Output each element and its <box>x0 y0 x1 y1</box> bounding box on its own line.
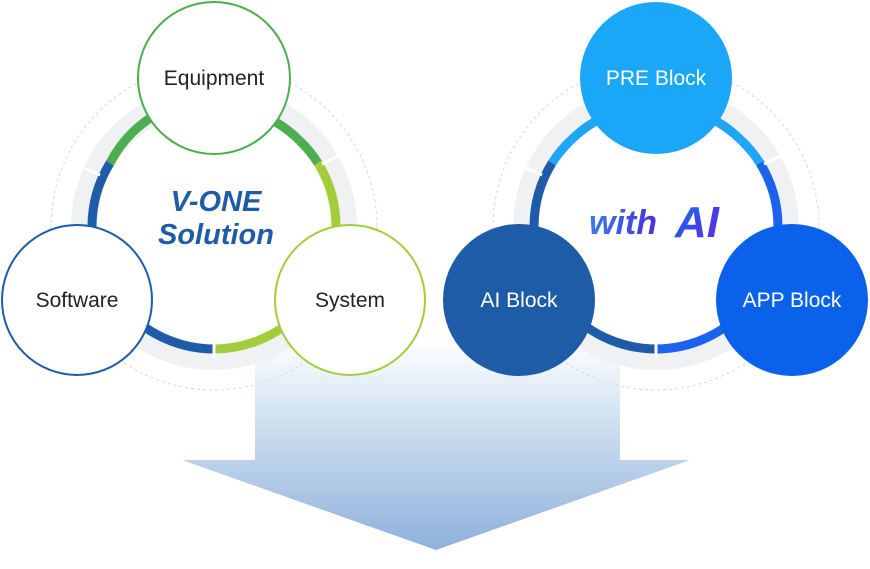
node-app-block: APP Block <box>716 224 868 376</box>
node-app-block-label: APP Block <box>743 289 842 312</box>
node-system-label: System <box>315 289 385 312</box>
with-ai-group: with AI PRE Block AI Block APP Block <box>443 2 868 391</box>
node-software: Software <box>1 224 153 376</box>
v-one-subtitle: Solution <box>158 219 274 251</box>
node-software-label: Software <box>36 289 119 312</box>
v-one-solution-group: V-ONE Solution Equipment Software System <box>1 1 426 391</box>
with-label: with <box>589 204 657 242</box>
v-one-title: V-ONE <box>171 186 263 218</box>
down-arrow <box>182 340 690 550</box>
node-equipment: Equipment <box>137 1 291 155</box>
ai-logo: AI <box>674 198 720 247</box>
node-ai-block-label: AI Block <box>480 289 558 312</box>
node-equipment-label: Equipment <box>164 67 265 90</box>
node-pre-block: PRE Block <box>580 2 732 154</box>
node-pre-block-label: PRE Block <box>606 67 707 90</box>
node-system: System <box>274 224 426 376</box>
node-ai-block: AI Block <box>443 224 595 376</box>
